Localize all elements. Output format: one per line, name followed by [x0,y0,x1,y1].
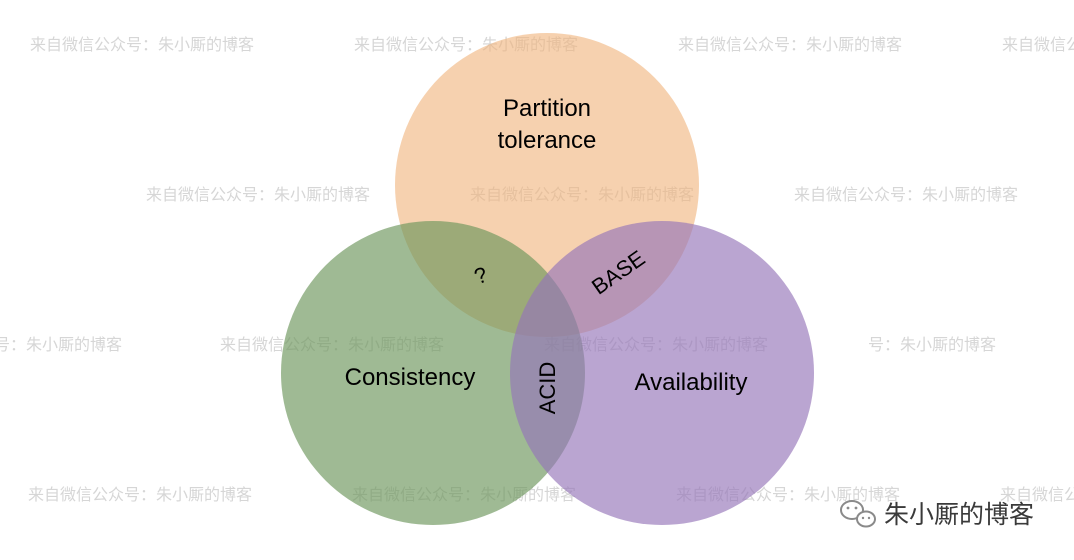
consistency-circle [281,221,585,525]
availability-circle [510,221,814,525]
watermark-text: 来自微信公众号：朱小厮的博客 [30,35,254,54]
availability-label: Availability [635,369,748,396]
partition-tolerance-label-line2: tolerance [498,127,597,154]
watermark-text: 来自微信公 [1000,485,1074,504]
watermark-text: 号：朱小厮的博客 [868,335,996,354]
watermark-text: 来自微信公众号：朱小厮的博客 [28,485,252,504]
watermark-text: 来自微信公众号：朱小厮的博客 [146,185,370,204]
watermark-text: 号：朱小厮的博客 [0,335,122,354]
acid-intersection-label: ACID [535,362,560,415]
brand-mark: 朱小厮的博客 [840,500,1034,529]
watermark-text: 来自微信公众号：朱小厮的博客 [678,35,902,54]
watermark-text: 来自微信公众号：朱小厮的博客 [794,185,1018,204]
brand-name: 朱小厮的博客 [884,500,1034,529]
partition-tolerance-label-line1: Partition [503,95,591,122]
consistency-label: Consistency [345,364,476,391]
wechat-icon [840,500,876,528]
watermark-text: 来自微信公 [1002,35,1074,54]
